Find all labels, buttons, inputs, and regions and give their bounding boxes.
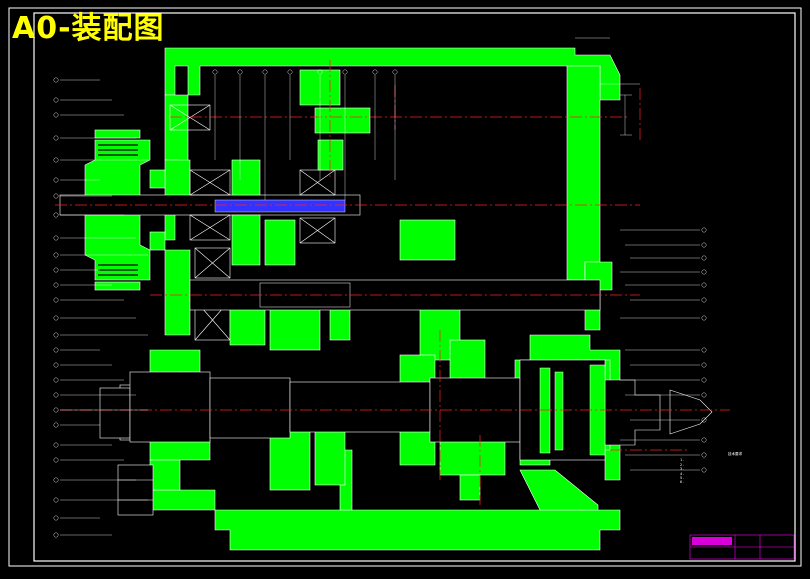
- balloon: [701, 377, 707, 383]
- balloon: [53, 282, 59, 288]
- balloon: [701, 362, 707, 368]
- balloon: [53, 332, 59, 338]
- balloon: [701, 347, 707, 353]
- centerlines: [55, 60, 730, 505]
- balloon: [701, 282, 707, 288]
- balloon: [701, 269, 707, 275]
- balloon: [701, 227, 707, 233]
- balloon: [701, 467, 707, 473]
- balloon: [342, 69, 348, 75]
- balloon: [212, 69, 218, 75]
- dimension-lines: [575, 37, 640, 136]
- balloon: [53, 407, 59, 413]
- balloon: [701, 392, 707, 398]
- balloon: [701, 315, 707, 321]
- technical-notes-lines: 1.2.3.4.5.6.: [680, 458, 790, 484]
- balloon: [53, 235, 59, 241]
- balloon: [53, 392, 59, 398]
- inner-frame: [33, 12, 796, 562]
- balloon: [53, 297, 59, 303]
- balloon: [53, 267, 59, 273]
- balloon: [53, 112, 59, 118]
- title-block: [689, 534, 795, 560]
- leader-lines: [53, 69, 707, 538]
- balloon: [53, 515, 59, 521]
- technical-note-line: 3.: [680, 467, 685, 472]
- outer-frame: [8, 7, 802, 567]
- lower-left-detail: [117, 464, 154, 516]
- drawing-title: A0-装配图: [12, 11, 165, 46]
- balloon: [53, 193, 59, 199]
- technical-note-line: 1.: [680, 458, 685, 463]
- technical-notes-heading: 技术要求: [727, 452, 743, 456]
- balloon: [53, 177, 59, 183]
- balloon: [237, 69, 243, 75]
- balloon: [262, 69, 268, 75]
- balloon: [701, 255, 707, 261]
- balloon: [53, 362, 59, 368]
- balloon: [53, 377, 59, 383]
- balloon: [372, 69, 378, 75]
- balloon: [392, 69, 398, 75]
- balloon: [317, 69, 323, 75]
- pulley-grooves: [98, 144, 138, 276]
- technical-note-line: 6.: [680, 480, 685, 485]
- balloon: [53, 212, 59, 218]
- balloon: [701, 417, 707, 423]
- technical-note-line: 5.: [680, 476, 685, 481]
- balloon: [53, 477, 59, 483]
- balloon: [53, 532, 59, 538]
- technical-notes: 技术要求 1.2.3.4.5.6.: [680, 452, 790, 485]
- balloon: [53, 497, 59, 503]
- technical-note-line: 2.: [680, 462, 685, 467]
- balloon: [53, 77, 59, 83]
- balloon: [53, 135, 59, 141]
- balloon: [701, 297, 707, 303]
- balloon: [287, 69, 293, 75]
- balloon: [701, 242, 707, 248]
- balloon: [701, 437, 707, 443]
- balloon: [53, 97, 59, 103]
- technical-note-line: 4.: [680, 471, 685, 476]
- balloon: [53, 315, 59, 321]
- balloon: [53, 422, 59, 428]
- balloon: [701, 452, 707, 458]
- balloon: [53, 442, 59, 448]
- balloon: [53, 457, 59, 463]
- balloon: [53, 347, 59, 353]
- balloon: [53, 157, 59, 163]
- balloon: [53, 252, 59, 258]
